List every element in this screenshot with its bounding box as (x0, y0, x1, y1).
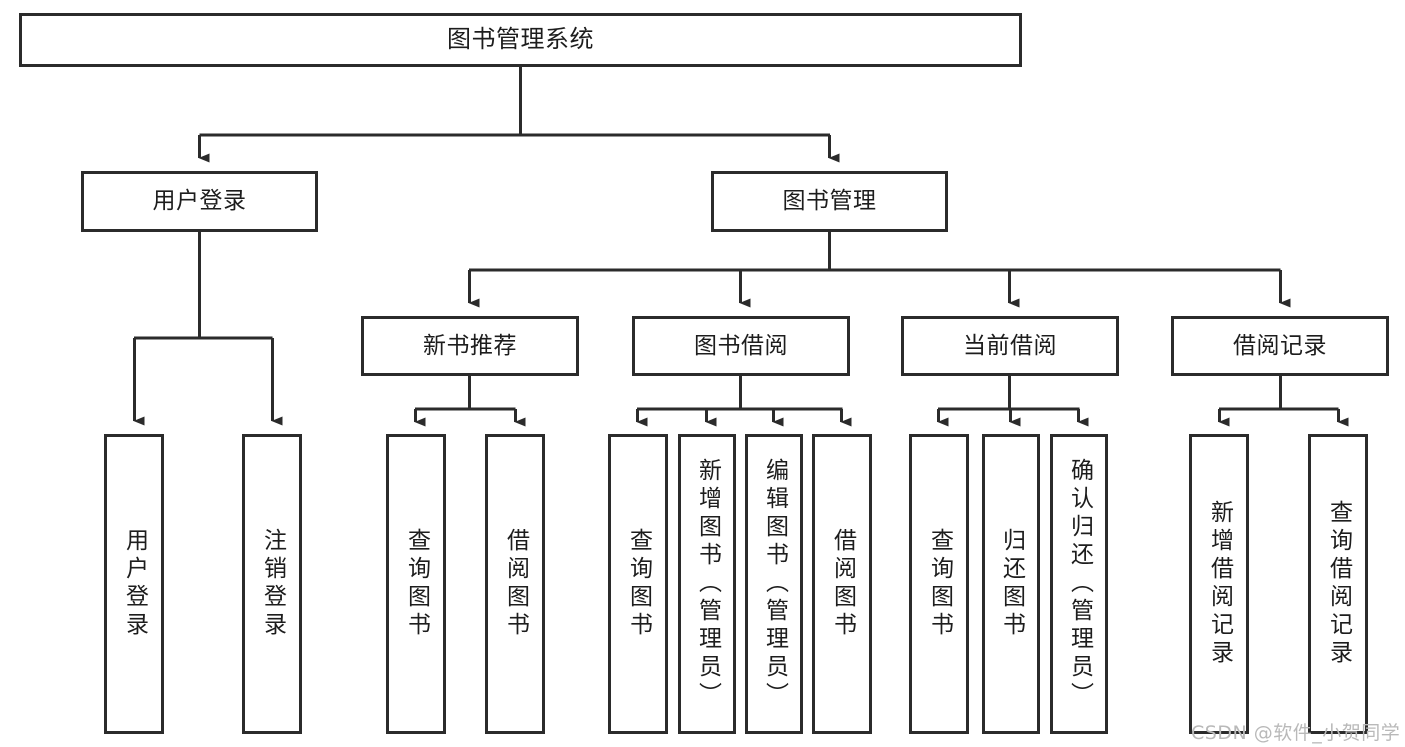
node-leaf-query-record-label: 查询借阅记录 (1325, 500, 1352, 668)
node-leaf-borrow-book-1-label: 借阅图书 (502, 528, 529, 640)
node-new-book-rec-label: 新书推荐 (423, 332, 517, 359)
node-leaf-query-book-1-label: 查询图书 (403, 528, 430, 640)
node-leaf-user-login[interactable]: 用户登录 (104, 434, 164, 734)
node-leaf-add-record[interactable]: 新增借阅记录 (1189, 434, 1249, 734)
node-leaf-query-book-3-label: 查询图书 (926, 528, 953, 640)
node-book-manage-label: 图书管理 (782, 188, 877, 215)
node-leaf-query-record[interactable]: 查询借阅记录 (1308, 434, 1368, 734)
node-root[interactable]: 图书管理系统 (19, 13, 1022, 67)
node-leaf-edit-book[interactable]: 编辑图书（管理员） (745, 434, 803, 734)
node-leaf-logout[interactable]: 注销登录 (242, 434, 302, 734)
node-user-login-label: 用户登录 (152, 188, 247, 215)
node-leaf-query-book-2[interactable]: 查询图书 (608, 434, 668, 734)
node-leaf-borrow-book-2-label: 借阅图书 (829, 528, 856, 640)
watermark-text: CSDN @软件_小贺同学 (1191, 722, 1401, 744)
node-root-label: 图书管理系统 (447, 25, 594, 54)
node-book-borrow[interactable]: 图书借阅 (632, 316, 850, 376)
node-leaf-query-book-3[interactable]: 查询图书 (909, 434, 969, 734)
node-leaf-logout-label: 注销登录 (259, 528, 286, 640)
node-leaf-user-login-label: 用户登录 (121, 528, 148, 640)
node-book-borrow-label: 图书借阅 (694, 332, 788, 359)
node-leaf-query-book-1[interactable]: 查询图书 (386, 434, 446, 734)
node-leaf-return-book[interactable]: 归还图书 (982, 434, 1040, 734)
node-leaf-confirm-return-label: 确认归还（管理员） (1066, 458, 1093, 710)
node-current-borrow-label: 当前借阅 (963, 332, 1057, 359)
node-borrow-record-label: 借阅记录 (1233, 332, 1327, 359)
node-user-login[interactable]: 用户登录 (81, 171, 318, 232)
node-leaf-add-book[interactable]: 新增图书（管理员） (678, 434, 736, 734)
node-leaf-borrow-book-1[interactable]: 借阅图书 (485, 434, 545, 734)
node-leaf-edit-book-label: 编辑图书（管理员） (761, 458, 788, 710)
node-leaf-confirm-return[interactable]: 确认归还（管理员） (1050, 434, 1108, 734)
node-book-manage[interactable]: 图书管理 (711, 171, 948, 232)
node-leaf-add-book-label: 新增图书（管理员） (694, 458, 721, 710)
node-leaf-return-book-label: 归还图书 (998, 528, 1025, 640)
node-current-borrow[interactable]: 当前借阅 (901, 316, 1119, 376)
node-leaf-borrow-book-2[interactable]: 借阅图书 (812, 434, 872, 734)
node-leaf-query-book-2-label: 查询图书 (625, 528, 652, 640)
node-borrow-record[interactable]: 借阅记录 (1171, 316, 1389, 376)
node-leaf-add-record-label: 新增借阅记录 (1206, 500, 1233, 668)
node-new-book-rec[interactable]: 新书推荐 (361, 316, 579, 376)
